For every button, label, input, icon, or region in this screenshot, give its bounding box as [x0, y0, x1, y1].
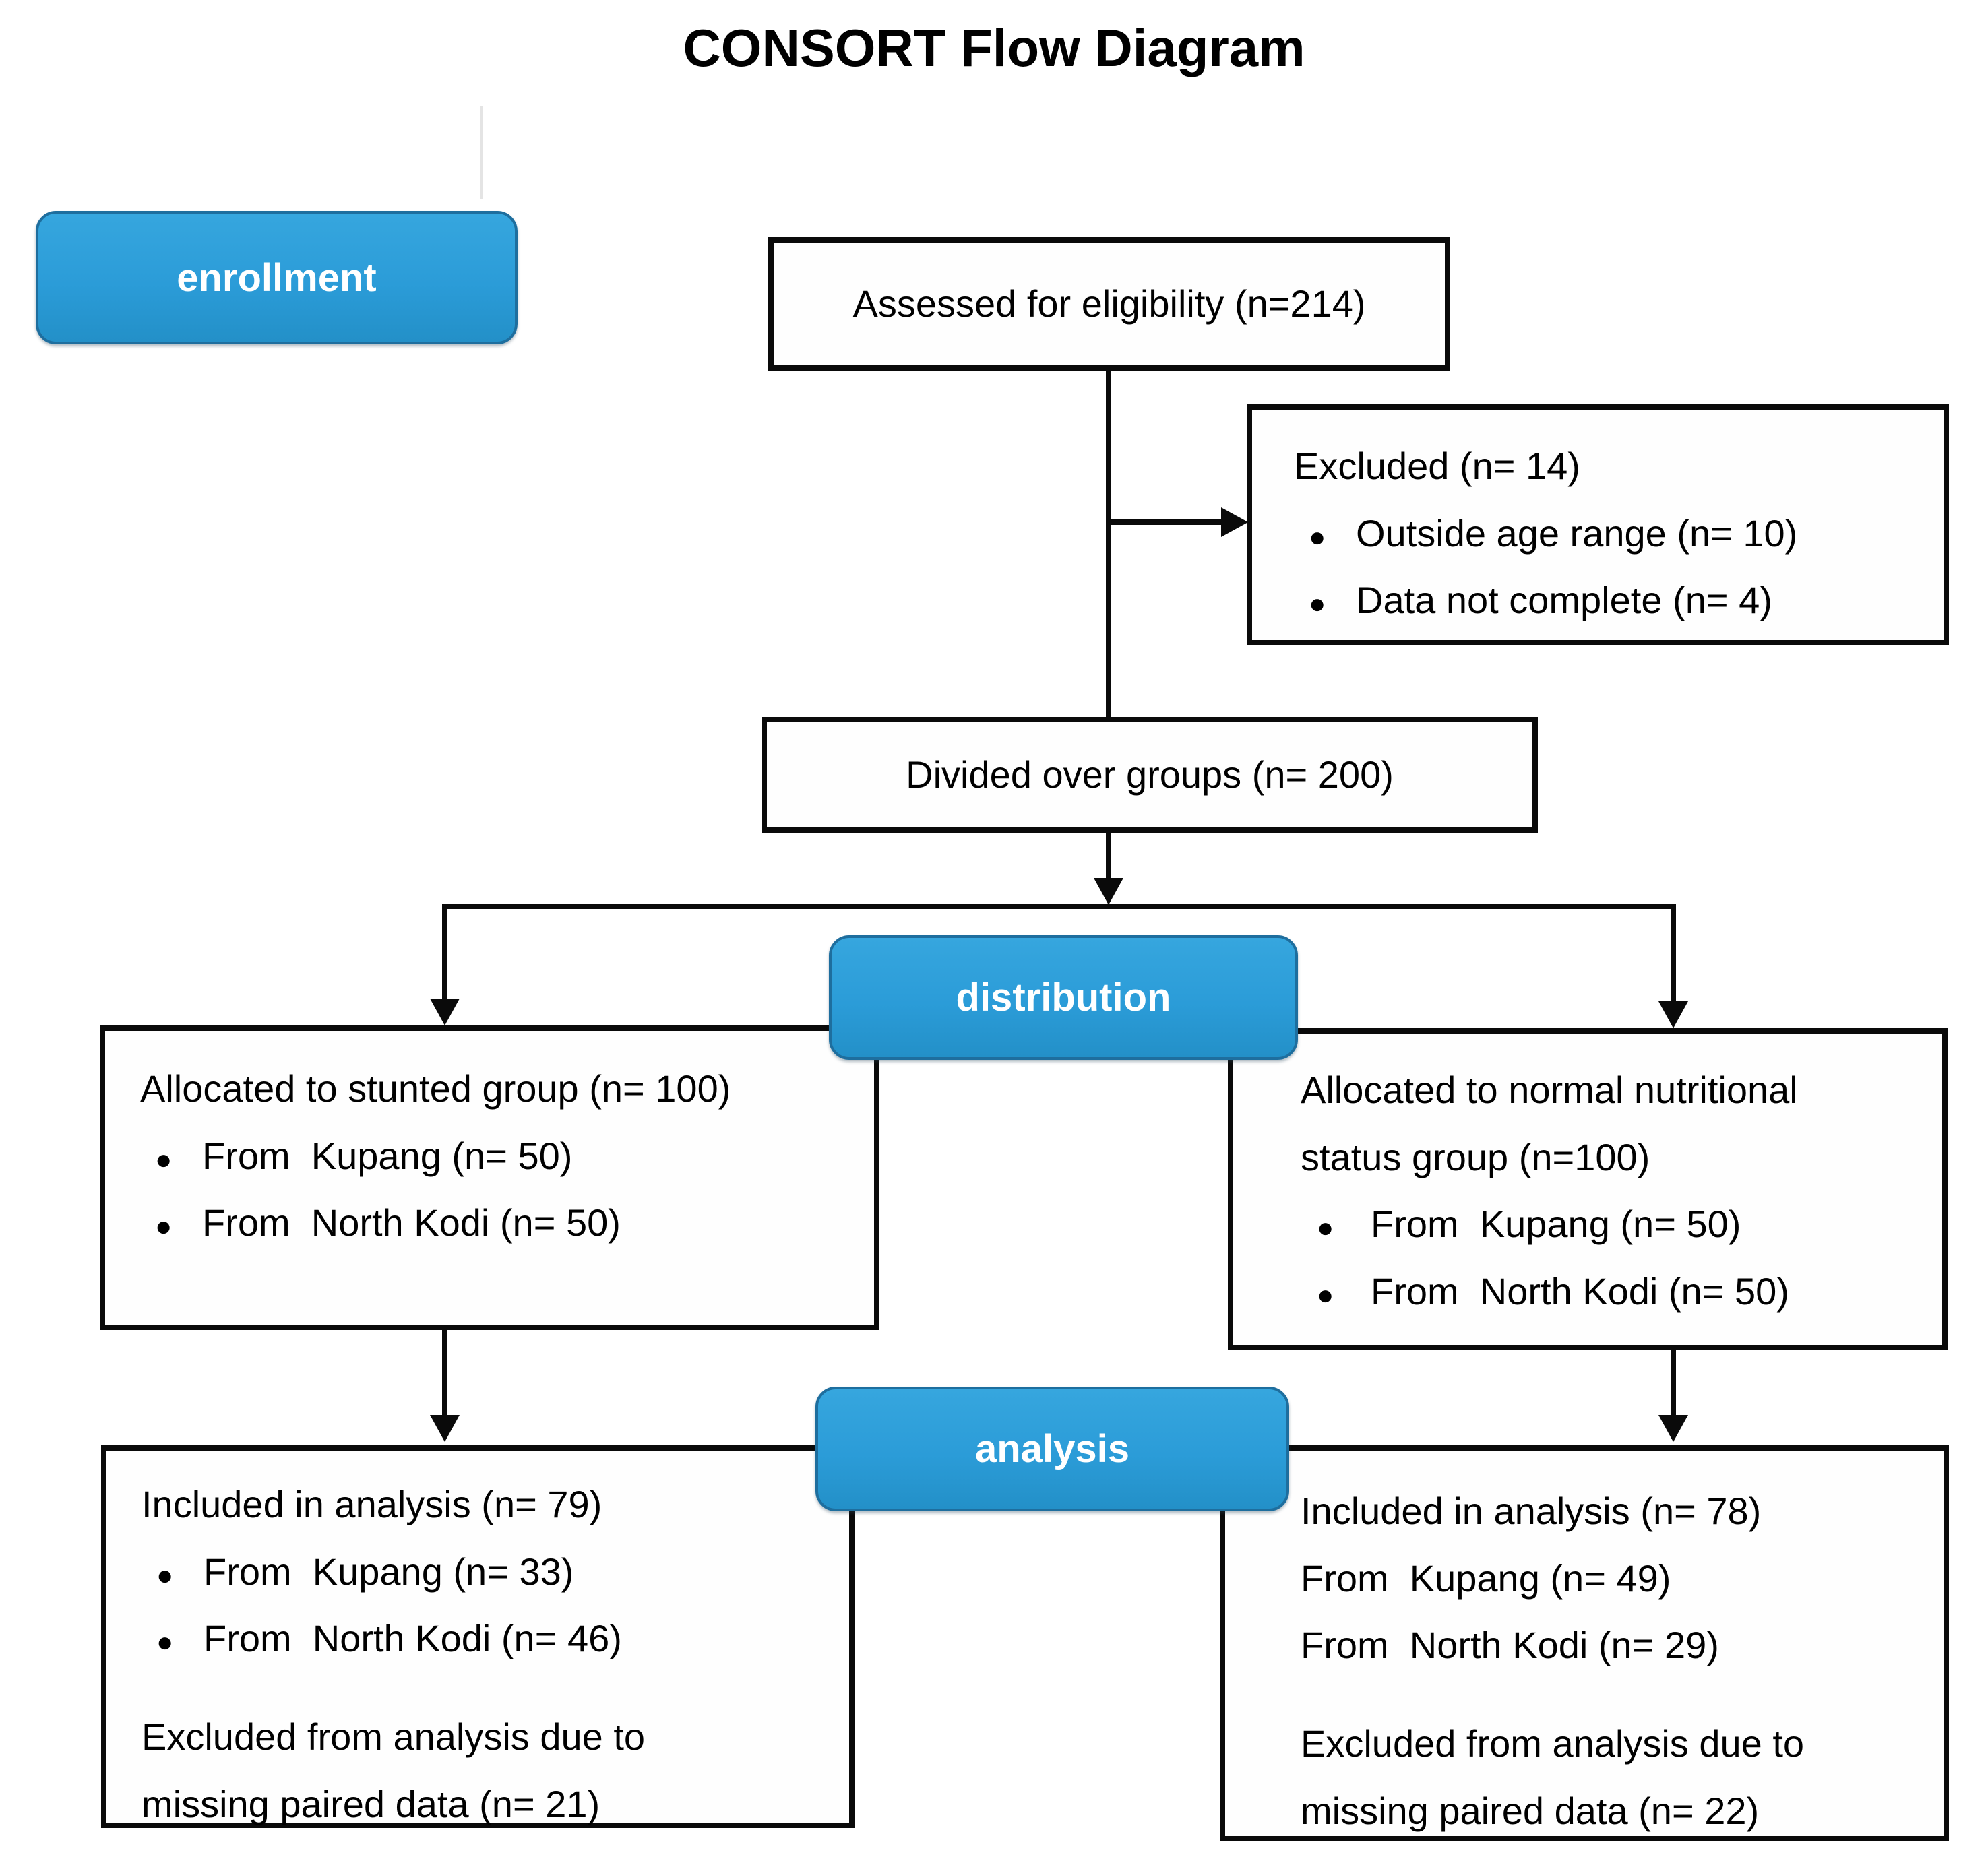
box-assessed: Assessed for eligibility (n=214) [768, 237, 1450, 371]
analysis-normal-heading: Included in analysis (n= 78) [1301, 1490, 1762, 1532]
scan-artifact-line [480, 106, 483, 199]
box-allocated-stunted: Allocated to stunted group (n= 100) ● Fr… [100, 1025, 879, 1330]
allocated-normal-heading: Allocated to normal nutritional status g… [1301, 1069, 1798, 1178]
connector-split-to-normal [1671, 904, 1676, 1003]
allocated-stunted-bullet-1: From Kupang (n= 50) [202, 1134, 573, 1177]
bullet-icon: ● [155, 1210, 173, 1242]
arrowhead-split-icon [1094, 878, 1123, 905]
analysis-normal-line-1: From Kupang (n= 49) [1301, 1556, 1671, 1600]
arrowhead-normal-icon [1658, 1001, 1688, 1028]
connector-split-to-stunted [442, 904, 447, 1002]
list-item: ● From North Kodi (n= 50) [140, 1189, 861, 1257]
box-analysis-stunted: Included in analysis (n= 79) ● From Kupa… [101, 1445, 855, 1828]
assessed-text: Assessed for eligibility (n=214) [852, 282, 1366, 325]
allocated-normal-bullet-1: From Kupang (n= 50) [1371, 1203, 1741, 1246]
connector-assessed-to-divided [1106, 368, 1111, 720]
analysis-normal-footer: Excluded from analysis due to missing pa… [1301, 1722, 1805, 1832]
box-divided: Divided over groups (n= 200) [762, 717, 1538, 833]
list-item: ● Outside age range (n= 10) [1294, 500, 1923, 567]
box-excluded: Excluded (n= 14) ● Outside age range (n=… [1247, 404, 1949, 645]
arrowhead-stunted-icon [430, 999, 460, 1025]
diagram-title: CONSORT Flow Diagram [683, 18, 1305, 77]
excluded-bullet-2: Data not complete (n= 4) [1356, 579, 1772, 622]
analysis-stunted-bullet-2: From North Kodi (n= 46) [204, 1617, 622, 1660]
box-analysis-normal: Included in analysis (n= 78) From Kupang… [1220, 1445, 1949, 1841]
list-item: ● From Kupang (n= 50) [1301, 1191, 1929, 1258]
analysis-stunted-heading: Included in analysis (n= 79) [142, 1483, 602, 1525]
box-allocated-normal: Allocated to normal nutritional status g… [1228, 1028, 1948, 1350]
list-item: ● From Kupang (n= 50) [140, 1123, 861, 1190]
list-item: ● Data not complete (n= 4) [1294, 567, 1923, 634]
allocated-stunted-bullet-2: From North Kodi (n= 50) [202, 1201, 621, 1244]
stage-badge-analysis: analysis [815, 1387, 1289, 1511]
arrowhead-analysis-stunted-icon [430, 1415, 460, 1442]
connector-normal-to-analysis [1671, 1346, 1676, 1416]
analysis-stunted-footer: Excluded from analysis due to missing pa… [142, 1715, 646, 1825]
bullet-icon: ● [1309, 588, 1326, 620]
analysis-stunted-bullet-1: From Kupang (n= 33) [204, 1550, 574, 1593]
split-line [442, 904, 1676, 909]
connector-stunted-to-analysis [442, 1327, 447, 1416]
bullet-icon: ● [156, 1626, 174, 1658]
excluded-heading: Excluded (n= 14) [1294, 445, 1580, 487]
list-item: ● From Kupang (n= 33) [142, 1538, 836, 1606]
list-item: ● From North Kodi (n= 50) [1301, 1258, 1929, 1325]
stage-badge-distribution: distribution [829, 935, 1298, 1060]
allocated-normal-bullet-2: From North Kodi (n= 50) [1371, 1270, 1789, 1313]
connector-to-excluded [1106, 519, 1224, 525]
bullet-icon: ● [156, 1558, 174, 1591]
bullet-icon: ● [155, 1143, 173, 1175]
arrowhead-excluded-icon [1221, 507, 1248, 537]
analysis-normal-line-2: From North Kodi (n= 29) [1301, 1624, 1719, 1667]
allocated-stunted-heading: Allocated to stunted group (n= 100) [140, 1067, 731, 1110]
connector-divided-to-split [1106, 829, 1111, 881]
bullet-icon: ● [1317, 1279, 1334, 1311]
stage-badge-enrollment: enrollment [36, 211, 518, 344]
divided-text: Divided over groups (n= 200) [906, 753, 1394, 796]
bullet-icon: ● [1309, 520, 1326, 552]
bullet-icon: ● [1317, 1211, 1334, 1244]
excluded-bullet-1: Outside age range (n= 10) [1356, 511, 1798, 555]
arrowhead-analysis-normal-icon [1658, 1415, 1688, 1442]
list-item: ● From North Kodi (n= 46) [142, 1605, 836, 1672]
